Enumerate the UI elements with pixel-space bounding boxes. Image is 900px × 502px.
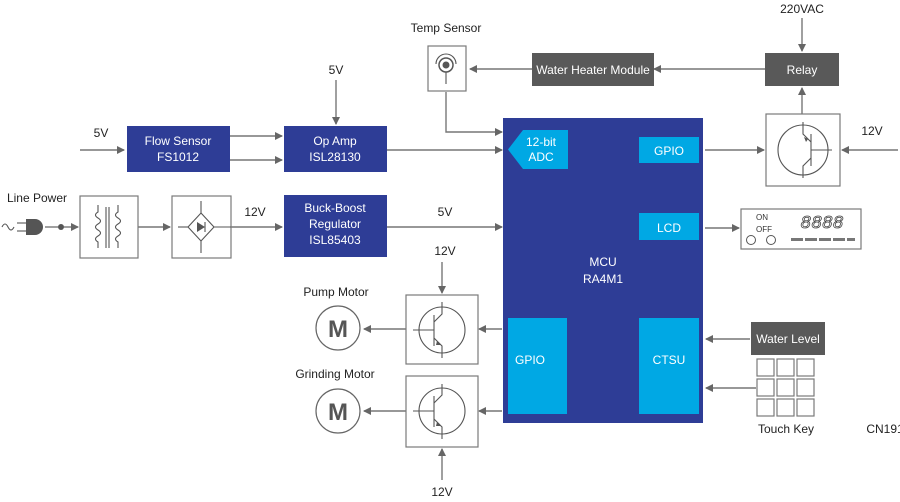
- relay-body: [765, 53, 839, 86]
- flow-sensor-body: [127, 126, 230, 172]
- touch-key-label: Touch Key: [758, 422, 814, 436]
- water-heater-block: Water Heater Module: [532, 53, 654, 86]
- voltage-flow-sensor-in: 5V: [94, 126, 109, 140]
- transformer: [79, 195, 139, 259]
- npn-transistor-icon: [413, 384, 466, 439]
- gpio-top-label: GPIO: [654, 144, 684, 158]
- gpio-top-block: [639, 137, 699, 163]
- temp-sensor-label: Temp Sensor: [411, 21, 482, 35]
- voltage-rectifier-out: 12V: [244, 205, 265, 219]
- mcu-part: RA4M1: [583, 272, 623, 286]
- relay-driver-transistor: [765, 113, 841, 187]
- pump-motor-label: Pump Motor: [303, 285, 368, 299]
- voltage-ac-in: 220VAC: [780, 2, 824, 16]
- water-level-block: Water Level: [751, 322, 825, 355]
- ctsu-label: CTSU: [653, 353, 686, 367]
- bridge-rectifier: [171, 195, 232, 259]
- plug-icon: [1, 219, 64, 235]
- buck-boost-line3: ISL85403: [309, 233, 361, 247]
- voltage-op-amp-in: 5V: [329, 63, 344, 77]
- water-level-body: [751, 322, 825, 355]
- grinding-driver-transistor: [405, 375, 479, 448]
- flow-sensor-part: FS1012: [157, 150, 199, 164]
- lcd-display-box: [740, 208, 862, 250]
- grinding-motor-icon: M: [315, 388, 361, 434]
- figure-id: CN191: [866, 422, 900, 436]
- gpio-bottom-block: [508, 318, 567, 414]
- lcd-segment-digits: 8888: [800, 214, 843, 234]
- flow-sensor-block: Flow Sensor FS1012: [127, 126, 230, 172]
- lcd-off-button-icon: [766, 235, 776, 245]
- ctsu-block: [639, 318, 699, 414]
- adc-block: [508, 130, 568, 169]
- adc-label-line2: ADC: [528, 150, 554, 164]
- pump-motor-symbol: M: [328, 316, 348, 343]
- lcd-block: [639, 213, 699, 240]
- voltage-relay-driver-in: 12V: [861, 124, 882, 138]
- mcu-block: MCU RA4M1 12-bit ADC GPIO LCD GPIO CTSU: [503, 118, 703, 423]
- lcd-off-label: OFF: [756, 225, 772, 234]
- voltage-grinding-driver-in: 12V: [431, 485, 452, 499]
- grinding-motor-symbol: M: [328, 399, 348, 426]
- op-amp-name: Op Amp: [313, 134, 357, 148]
- buck-boost-line2: Regulator: [309, 217, 361, 231]
- pump-motor-icon: M: [315, 305, 361, 351]
- voltage-regulator-out: 5V: [438, 205, 453, 219]
- buck-boost-block: Buck-Boost Regulator ISL85403: [284, 195, 387, 257]
- wire-temp-adc: [445, 92, 503, 136]
- npn-transistor-icon: [777, 122, 832, 178]
- lcd-on-button-icon: [746, 235, 756, 245]
- temp-sensor: Temp Sensor: [411, 21, 482, 92]
- grinding-motor-label: Grinding Motor: [295, 367, 374, 381]
- diode-bridge-icon: [178, 201, 231, 253]
- touch-key-grid-icon: [756, 358, 815, 417]
- flow-sensor-name: Flow Sensor: [145, 134, 212, 148]
- lcd-display: ON OFF 8888: [740, 208, 862, 250]
- gpio-bottom-label: GPIO: [515, 353, 545, 367]
- relay-label: Relay: [787, 63, 818, 77]
- wires: [45, 18, 898, 480]
- voltage-pump-driver-in: 12V: [434, 244, 455, 258]
- op-amp-body: [284, 126, 387, 172]
- water-heater-body: [532, 53, 654, 86]
- pump-driver-transistor: [405, 294, 479, 365]
- water-level-label: Water Level: [756, 332, 820, 346]
- temp-sensor-icon: [435, 53, 457, 84]
- mcu-title: MCU: [589, 255, 616, 269]
- op-amp-part: ISL28130: [309, 150, 361, 164]
- npn-transistor-icon: [413, 302, 466, 358]
- op-amp-block: Op Amp ISL28130: [284, 126, 387, 172]
- adc-label-line1: 12-bit: [526, 135, 557, 149]
- transformer-icon: [94, 205, 122, 248]
- line-power-label: Line Power: [7, 191, 67, 205]
- relay-block: Relay: [765, 53, 839, 86]
- lcd-on-label: ON: [756, 213, 768, 222]
- buck-boost-body: [284, 195, 387, 257]
- water-heater-label: Water Heater Module: [536, 63, 650, 77]
- buck-boost-line1: Buck-Boost: [304, 201, 366, 215]
- lcd-label: LCD: [657, 221, 681, 235]
- lcd-bar-segments-icon: [791, 238, 855, 241]
